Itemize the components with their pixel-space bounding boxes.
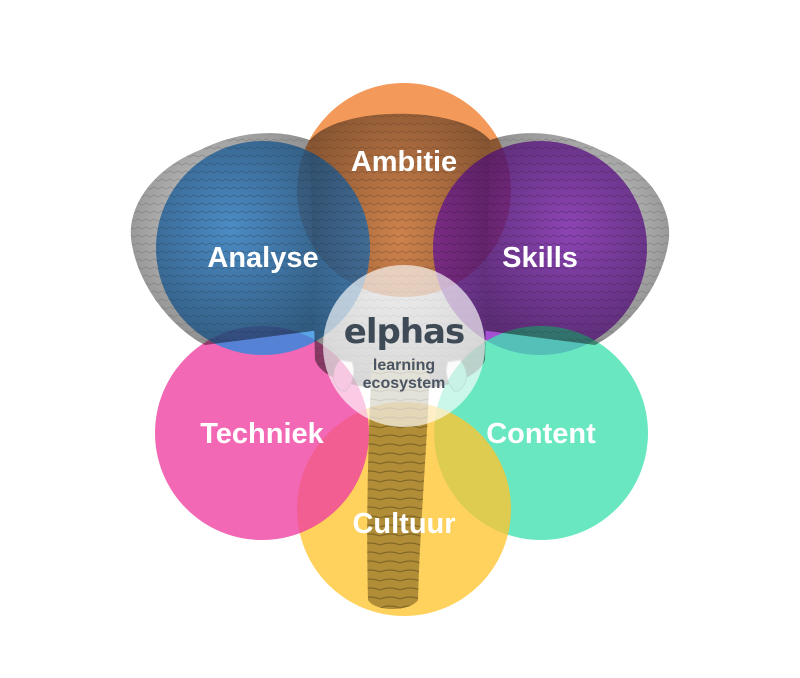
petal-analyse — [156, 141, 370, 355]
petal-techniek — [155, 326, 369, 540]
center-logo-circle: elphas learning ecosystem — [323, 265, 485, 427]
petal-label-cultuur: Cultuur — [352, 508, 455, 540]
petal-circles — [155, 83, 648, 616]
petal-skills — [433, 141, 647, 355]
petal-label-skills: Skills — [502, 242, 578, 274]
petal-label-techniek: Techniek — [200, 418, 324, 450]
petal-label-analyse: Analyse — [207, 242, 318, 274]
petal-label-content: Content — [486, 418, 596, 450]
petal-label-ambitie: Ambitie — [351, 146, 457, 178]
logo-wordmark: elphas — [344, 312, 464, 352]
logo-subtitle-learning: learning — [373, 357, 435, 374]
logo-subtitle-ecosystem: ecosystem — [363, 375, 446, 392]
